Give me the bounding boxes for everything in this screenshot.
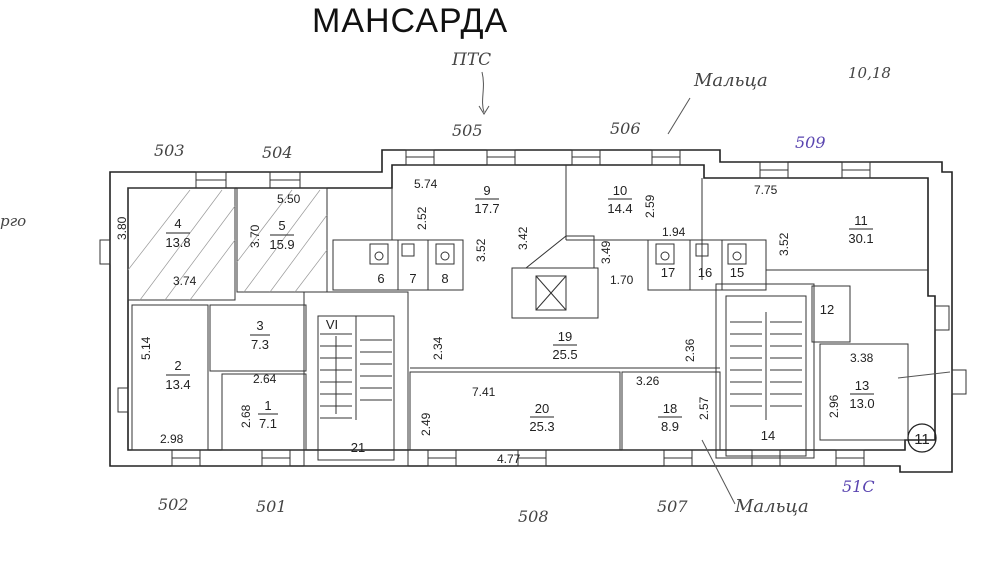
room-20-number: 20: [535, 401, 549, 416]
windows-side: [99, 239, 967, 413]
window-508: 508: [518, 507, 549, 526]
room-4-number: 4: [174, 216, 181, 231]
room-18-number: 18: [663, 401, 677, 416]
plan-title: МАНСАРДА: [312, 2, 509, 40]
dim-3-42: 3.42: [516, 226, 530, 250]
note-maltsa-top: Мальца: [693, 70, 768, 91]
room-5-area: 15.9: [269, 237, 294, 252]
window-503: 503: [154, 141, 185, 160]
room-9-area: 17.7: [474, 201, 499, 216]
handwritten-notes: ПТС Мальца 10,18 Мальца рго 11: [0, 50, 951, 517]
room-3-number: 3: [256, 318, 263, 333]
dim-7-75: 7.75: [754, 183, 778, 197]
window-501: 501: [256, 497, 287, 516]
dim-3-80: 3.80: [115, 216, 129, 240]
dim-3-74: 3.74: [173, 274, 197, 288]
room-21-number: 21: [351, 440, 365, 455]
dim-3-49: 3.49: [599, 240, 613, 264]
dim-7-41: 7.41: [472, 385, 496, 399]
room-3-area: 7.3: [251, 337, 269, 352]
dim-3-70: 3.70: [248, 224, 262, 248]
room-19-area: 25.5: [552, 347, 577, 362]
note-left-fragment: рго: [0, 212, 26, 230]
dim-1-70: 1.70: [610, 273, 634, 287]
window-502: 502: [158, 495, 189, 514]
interior-walls: [127, 165, 928, 451]
dim-3-26: 3.26: [636, 374, 660, 388]
dim-5-50: 5.50: [277, 192, 301, 206]
room-2-number: 2: [174, 358, 181, 373]
room-9-number: 9: [483, 183, 490, 198]
room-11-area: 30.1: [848, 231, 873, 246]
window-506: 506: [610, 119, 641, 138]
room-18-area: 8.9: [661, 419, 679, 434]
dim-3-52b: 3.52: [777, 232, 791, 256]
room-15-number: 15: [730, 265, 744, 280]
dim-2-59: 2.59: [643, 194, 657, 218]
room-8-number: 8: [441, 271, 448, 286]
room-7-number: 7: [409, 271, 416, 286]
windows-top: [195, 149, 871, 189]
dim-2-49: 2.49: [419, 412, 433, 436]
dim-3-52a: 3.52: [474, 238, 488, 262]
room-4-area: 13.8: [165, 235, 190, 250]
window-509: 509: [795, 133, 826, 152]
dim-5-74: 5.74: [414, 177, 438, 191]
dim-5-14: 5.14: [139, 336, 153, 360]
room-2-area: 13.4: [165, 377, 190, 392]
window-507: 507: [657, 497, 688, 516]
window-504: 504: [262, 143, 293, 162]
outer-walls: [109, 149, 953, 473]
room-5-number: 5: [278, 218, 285, 233]
room-1-number: 1: [264, 398, 271, 413]
room-14-number: 14: [761, 428, 775, 443]
dim-2-64: 2.64: [253, 372, 277, 386]
room-17-number: 17: [661, 265, 675, 280]
note-maltsa-top-number: 10,18: [848, 64, 891, 82]
dim-2-96: 2.96: [827, 394, 841, 418]
room-13-number: 13: [855, 378, 869, 393]
room-12-number: 12: [820, 302, 834, 317]
dim-2-52: 2.52: [415, 206, 429, 230]
circle-mark: 11: [914, 431, 930, 448]
dim-2-34: 2.34: [431, 336, 445, 360]
dimension-labels: 3.80 3.74 3.70 5.50 5.74 2.52 3.52 3.42 …: [115, 177, 874, 466]
room-6-number: 6: [377, 271, 384, 286]
room-1-area: 7.1: [259, 416, 277, 431]
room-19-number: 19: [558, 329, 572, 344]
stair-vi-label: VI: [326, 317, 338, 332]
window-510: 51С: [842, 477, 875, 496]
room-11-number: 11: [854, 213, 868, 228]
dim-2-57: 2.57: [697, 396, 711, 420]
window-numbers: 503 504 505 506 509 502 501 508 507 51С: [154, 119, 875, 526]
dim-1-94: 1.94: [662, 225, 686, 239]
fixtures: [369, 243, 747, 265]
dim-2-68: 2.68: [239, 404, 253, 428]
dim-4-77: 4.77: [497, 452, 521, 466]
hatching: [127, 189, 328, 301]
dim-2-36: 2.36: [683, 338, 697, 362]
note-pts: ПТС: [451, 50, 491, 70]
note-maltsa-bottom: Мальца: [734, 496, 809, 517]
dim-3-38: 3.38: [850, 351, 874, 365]
room-10-area: 14.4: [607, 201, 632, 216]
room-16-number: 16: [698, 265, 712, 280]
dim-2-98: 2.98: [160, 432, 184, 446]
window-505: 505: [452, 121, 483, 140]
room-13-area: 13.0: [849, 396, 874, 411]
stair-21: [303, 291, 409, 467]
room-10-number: 10: [613, 183, 627, 198]
room-20-area: 25.3: [529, 419, 554, 434]
room-labels: 4 13.8 5 15.9 2 13.4 3 7.3 1 7.1 6 7 8 9…: [165, 183, 874, 455]
stair-14: [715, 283, 815, 459]
